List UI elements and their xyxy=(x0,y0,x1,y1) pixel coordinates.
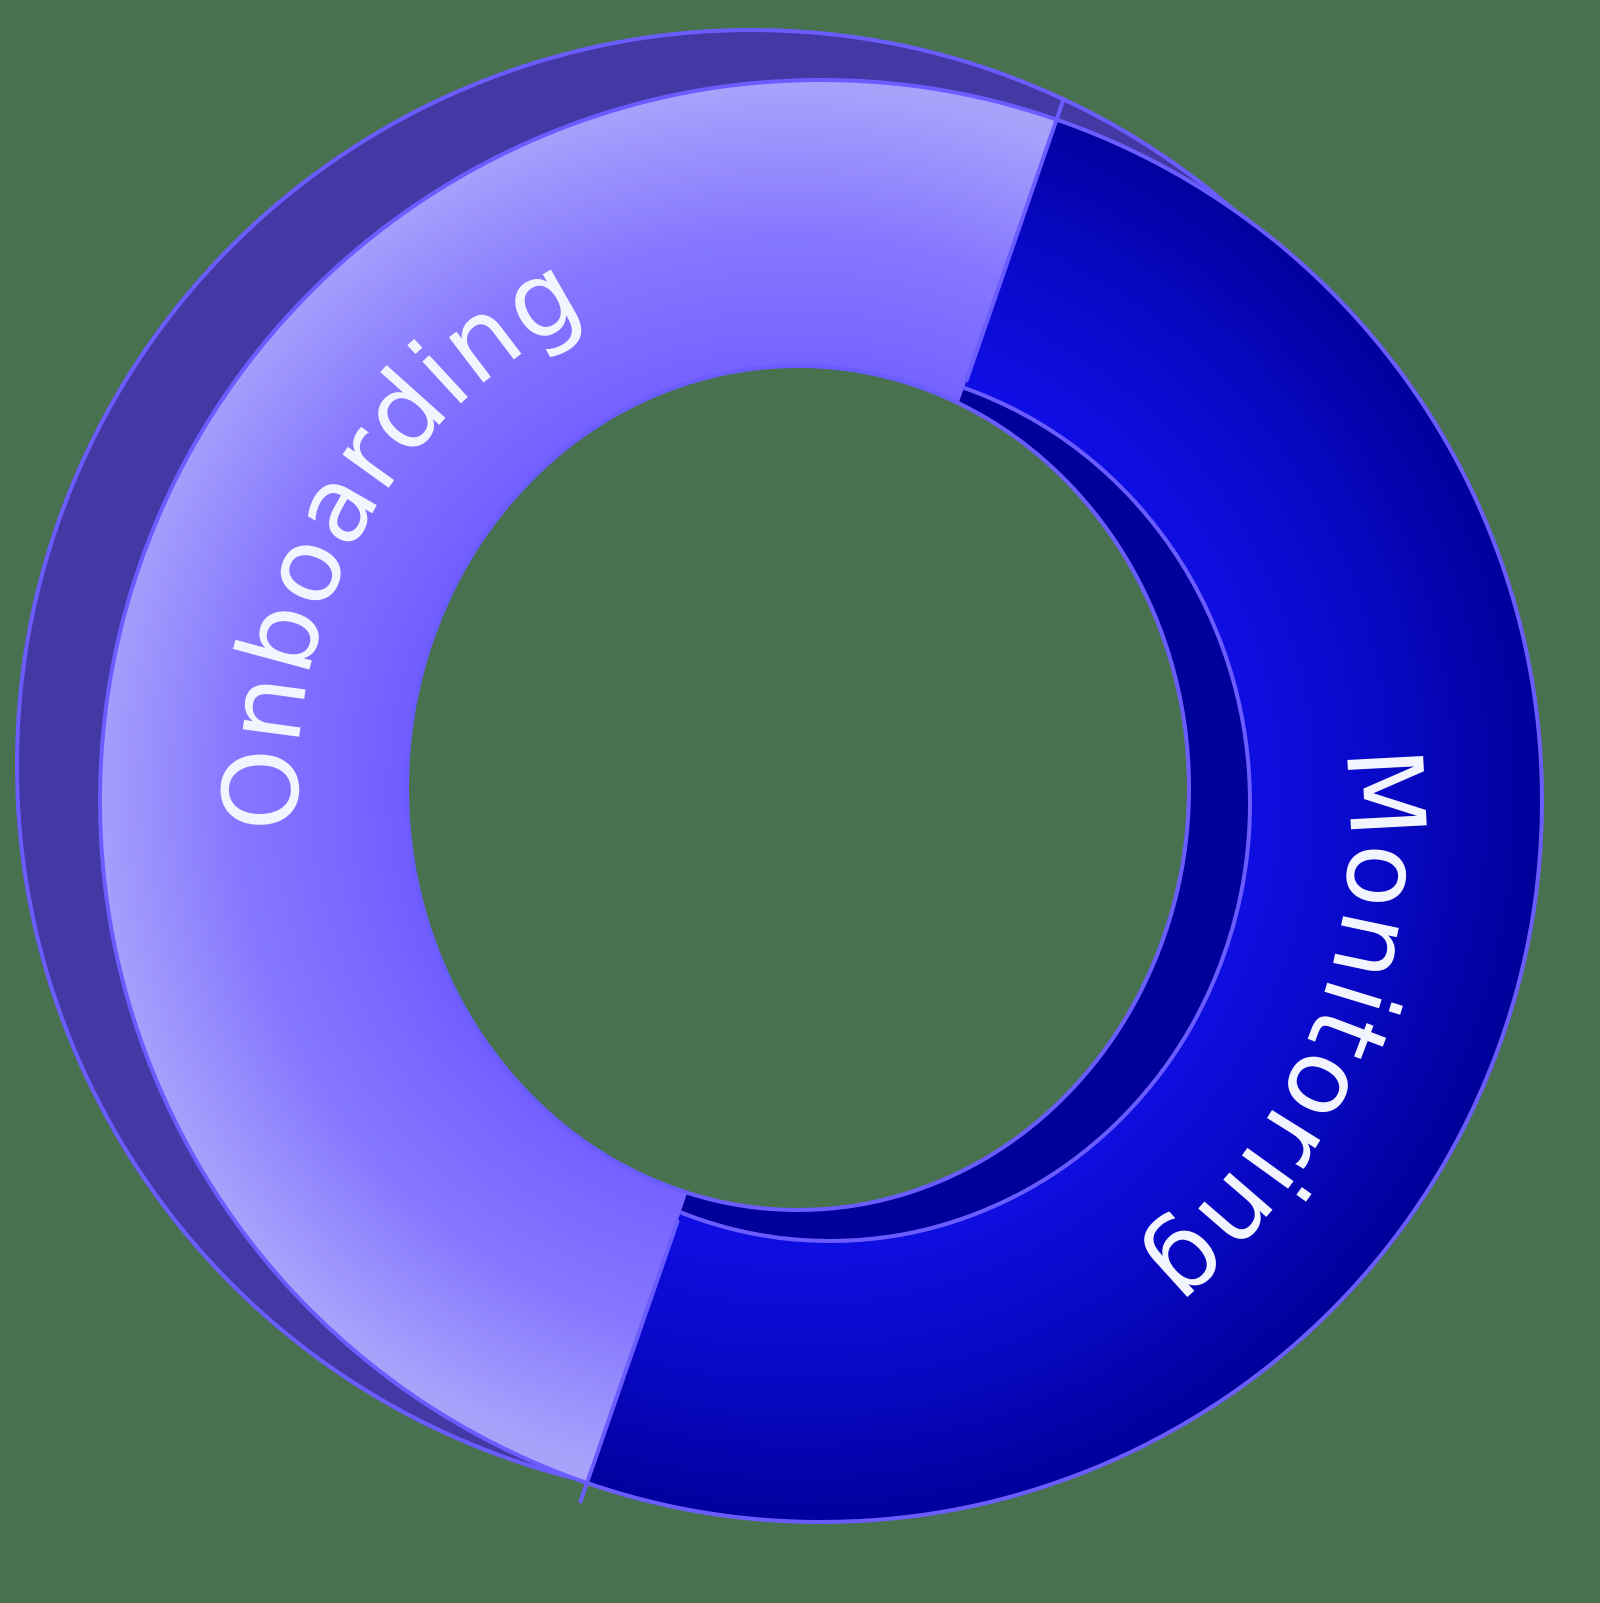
ring-inner-edge xyxy=(405,364,1191,1212)
segment-divider-top xyxy=(964,97,1066,383)
segment-divider-bottom xyxy=(578,1219,680,1504)
